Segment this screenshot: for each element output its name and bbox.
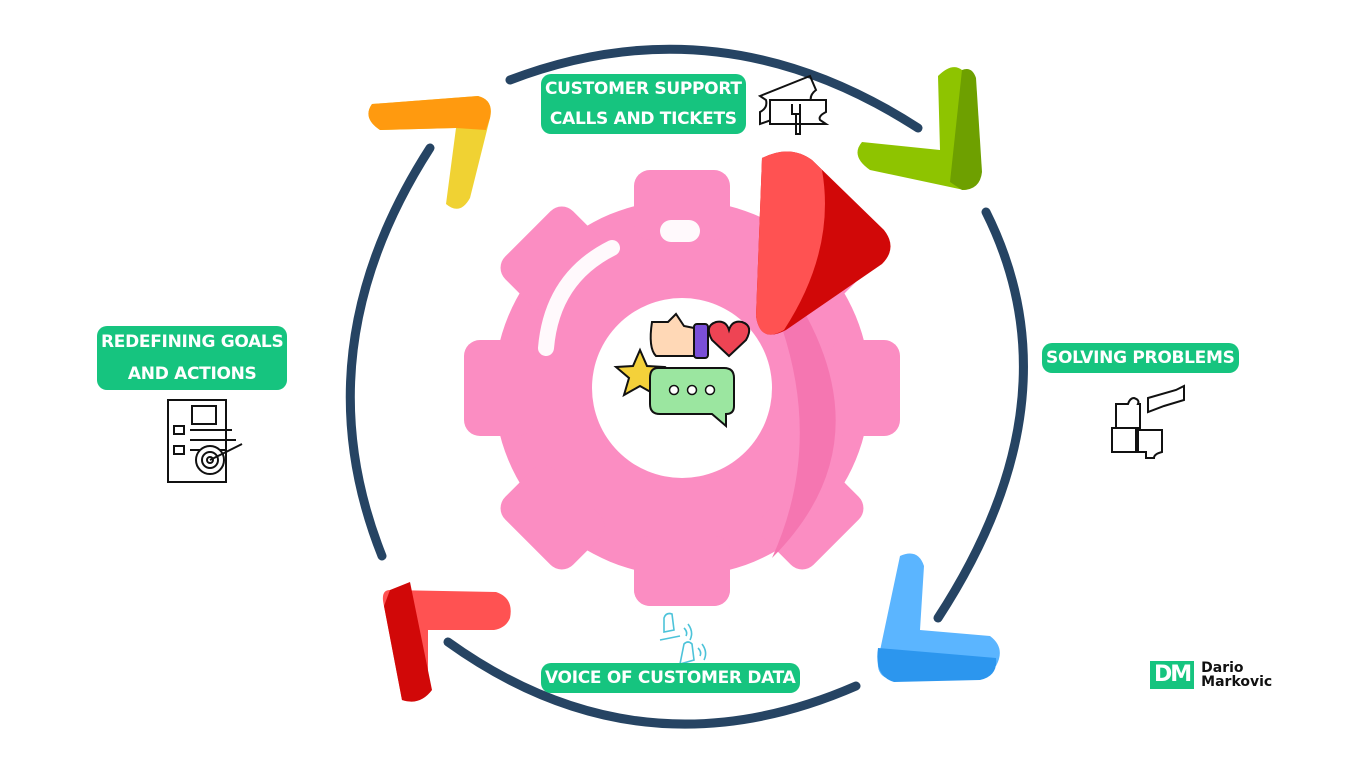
brand-logo: DM Dario Markovic	[1150, 661, 1272, 689]
brand-name: Dario Markovic	[1201, 661, 1272, 689]
ring-arc-left	[345, 143, 435, 561]
stage-label-line: VOICE OF CUSTOMER DATA	[545, 668, 796, 688]
ticket-wrench-icon	[757, 74, 830, 135]
arrow-top-left-icon	[368, 96, 491, 209]
arrow-bottom-left-icon	[382, 582, 511, 702]
cycle-ring	[345, 44, 1028, 729]
ring-arc-right	[933, 207, 1028, 623]
stage-label-line: CUSTOMER SUPPORT	[545, 79, 742, 99]
chat-bubble-icon	[649, 367, 735, 429]
stage-label-line: SOLVING PROBLEMS	[1046, 348, 1235, 368]
people-talking-icon	[659, 612, 707, 666]
brand-last-name: Markovic	[1201, 674, 1273, 690]
stage-label-customer-support: CUSTOMER SUPPORT CALLS AND TICKETS	[541, 74, 746, 134]
stage-label-voice-of-customer: VOICE OF CUSTOMER DATA	[541, 663, 800, 693]
heart-icon	[707, 320, 751, 358]
checklist-target-icon	[167, 399, 243, 483]
stage-label-line: REDEFINING GOALS	[101, 332, 284, 352]
stage-label-redefining-goals: REDEFINING GOALS AND ACTIONS	[97, 326, 288, 390]
stage-label-line: AND ACTIONS	[127, 364, 257, 384]
arrow-bottom-right-icon	[877, 553, 1000, 682]
ring-arc-top	[505, 44, 923, 133]
puzzle-pieces-icon	[1111, 384, 1185, 459]
ring-arc-bottom	[443, 637, 861, 729]
stage-label-line: CALLS AND TICKETS	[549, 109, 737, 129]
play-icon	[756, 151, 891, 335]
arrow-top-right-icon	[857, 67, 982, 190]
stage-label-solving-problems: SOLVING PROBLEMS	[1042, 343, 1239, 373]
thumbs-up-icon	[649, 312, 709, 359]
brand-mark: DM	[1150, 661, 1195, 689]
brand-first-name: Dario	[1201, 660, 1244, 676]
